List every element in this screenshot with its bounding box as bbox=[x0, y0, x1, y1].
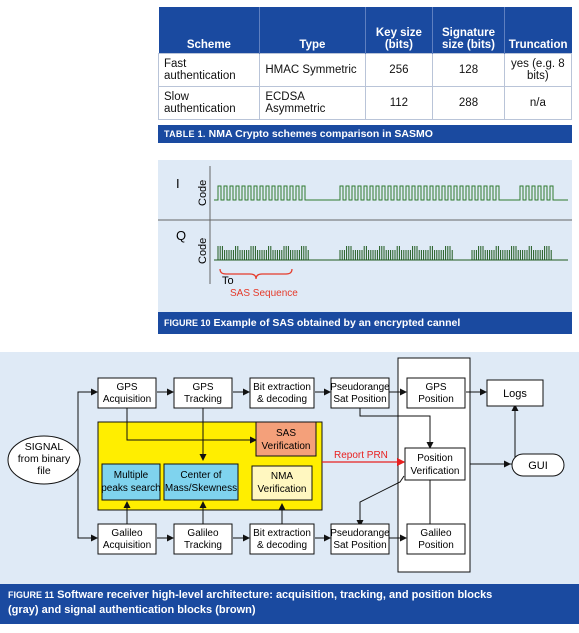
caption-text: (gray) and signal authentication blocks … bbox=[8, 604, 256, 616]
signal-node bbox=[7, 435, 81, 485]
caption-text: Software receiver high-level architectur… bbox=[57, 589, 493, 601]
svg-text:Center of: Center of bbox=[180, 470, 221, 481]
svg-text:Position: Position bbox=[418, 394, 454, 405]
svg-text:Pseudorange: Pseudorange bbox=[330, 528, 390, 539]
to-label: To bbox=[222, 275, 234, 287]
q-label: Q bbox=[176, 228, 186, 243]
multiple-peaks-search-block bbox=[101, 463, 161, 501]
svg-text:Pseudorange: Pseudorange bbox=[330, 382, 390, 393]
svg-text:GPS: GPS bbox=[425, 382, 446, 393]
report-prn-label: Report PRN bbox=[334, 450, 388, 461]
svg-text:Galileo: Galileo bbox=[187, 528, 219, 539]
center-of-mass-block bbox=[163, 463, 239, 501]
caption-label: FIGURE 11 bbox=[8, 590, 55, 600]
figure-11: Report PRN SIGNAL from binary file GPS A… bbox=[0, 352, 579, 584]
signal-label: SIGNAL bbox=[25, 441, 64, 453]
svg-text:Multiple: Multiple bbox=[114, 470, 149, 481]
signal-label: file bbox=[37, 465, 51, 477]
galileo-acquisition-block bbox=[97, 523, 157, 555]
svg-text:NMA: NMA bbox=[271, 471, 294, 482]
q-code-label: Code bbox=[197, 238, 209, 264]
gps-position-block bbox=[406, 377, 466, 409]
architecture-diagram: Report PRN SIGNAL from binary file GPS A… bbox=[7, 357, 565, 573]
gps-acquisition-block bbox=[97, 377, 157, 409]
svg-text:Position: Position bbox=[417, 453, 453, 464]
svg-text:GPS: GPS bbox=[116, 382, 137, 393]
figure-10-caption: FIGURE 10 Example of SAS obtained by an … bbox=[158, 312, 572, 334]
svg-text:Sat Position: Sat Position bbox=[333, 540, 386, 551]
i-channel-waveform bbox=[214, 185, 568, 201]
galileo-tracking-block bbox=[173, 523, 233, 555]
svg-text:Verification: Verification bbox=[262, 441, 311, 452]
svg-text:Galileo: Galileo bbox=[111, 528, 143, 539]
logs-block bbox=[486, 379, 544, 407]
svg-text:Mass/Skewness: Mass/Skewness bbox=[165, 483, 237, 494]
sas-sequence-label: SAS Sequence bbox=[230, 288, 298, 299]
table-cell: Slow authentication bbox=[157, 86, 261, 120]
svg-text:SAS: SAS bbox=[276, 428, 296, 439]
galileo-pseudorange-block bbox=[330, 523, 390, 555]
position-verification-block bbox=[404, 447, 466, 481]
table-header: Key size (bits) bbox=[365, 7, 434, 54]
svg-text:Galileo: Galileo bbox=[420, 528, 452, 539]
table-cell: Fast authentication bbox=[157, 53, 261, 87]
gui-node bbox=[511, 453, 565, 477]
table-caption: TABLE 1. NMA Crypto schemes comparison i… bbox=[158, 125, 572, 143]
table-row: Slow authentication ECDSA Asymmetric 112… bbox=[157, 86, 573, 120]
sas-plot: I Q Code Code To SAS Sequence bbox=[158, 166, 572, 299]
caption-text: NMA Crypto schemes comparison in SASMO bbox=[208, 128, 433, 140]
i-code-label: Code bbox=[197, 180, 209, 206]
galileo-bit-extraction-block bbox=[249, 523, 315, 555]
table-row: Fast authentication HMAC Symmetric 256 1… bbox=[157, 53, 573, 87]
sas-brace bbox=[219, 268, 293, 280]
svg-text:Bit extraction: Bit extraction bbox=[253, 382, 311, 393]
svg-text:& decoding: & decoding bbox=[257, 540, 307, 551]
table-cell: 288 bbox=[432, 86, 505, 120]
table-cell: HMAC Symmetric bbox=[259, 53, 366, 87]
sas-verification-block bbox=[255, 421, 317, 457]
table-cell: n/a bbox=[503, 86, 573, 120]
svg-text:Acquisition: Acquisition bbox=[103, 540, 151, 551]
table-header: Type bbox=[259, 7, 366, 54]
signal-label: from binary bbox=[18, 453, 71, 465]
svg-text:Bit extraction: Bit extraction bbox=[253, 528, 311, 539]
bit-extraction-block bbox=[249, 377, 315, 409]
table-header: Scheme bbox=[158, 7, 261, 54]
table-cell: ECDSA Asymmetric bbox=[259, 86, 366, 120]
svg-text:peaks search: peaks search bbox=[101, 483, 160, 494]
table-header: Signature size (bits) bbox=[432, 7, 505, 54]
crypto-table: Scheme Type Key size (bits) Signature si… bbox=[157, 7, 573, 120]
svg-text:Verification: Verification bbox=[258, 484, 307, 495]
caption-text: Example of SAS obtained by an encrypted … bbox=[213, 317, 461, 329]
caption-label: TABLE 1. bbox=[164, 129, 206, 139]
table-1: Scheme Type Key size (bits) Signature si… bbox=[157, 7, 573, 143]
gps-tracking-block bbox=[173, 377, 233, 409]
svg-text:Tracking: Tracking bbox=[184, 394, 222, 405]
svg-text:Verification: Verification bbox=[411, 466, 460, 477]
svg-text:GUI: GUI bbox=[528, 460, 548, 472]
svg-text:Tracking: Tracking bbox=[184, 540, 222, 551]
svg-text:GPS: GPS bbox=[192, 382, 213, 393]
table-cell: 128 bbox=[432, 53, 505, 87]
svg-text:Position: Position bbox=[418, 540, 454, 551]
figure-10: I Q Code Code To SAS Sequence bbox=[158, 160, 572, 312]
svg-text:& decoding: & decoding bbox=[257, 394, 307, 405]
table-header: Truncation bbox=[504, 7, 572, 54]
table-cell: 112 bbox=[364, 86, 434, 120]
svg-text:Logs: Logs bbox=[503, 388, 527, 400]
table-cell: 256 bbox=[364, 53, 434, 87]
q-channel-waveform bbox=[214, 246, 568, 261]
galileo-position-block bbox=[406, 523, 466, 555]
table-cell: yes (e.g. 8 bits) bbox=[503, 53, 573, 87]
caption-label: FIGURE 10 bbox=[164, 318, 211, 328]
nma-verification-block bbox=[251, 465, 313, 501]
i-label: I bbox=[176, 176, 180, 191]
figure-11-caption: FIGURE 11 Software receiver high-level a… bbox=[0, 584, 579, 624]
svg-text:Sat Position: Sat Position bbox=[333, 394, 386, 405]
svg-text:Acquisition: Acquisition bbox=[103, 394, 151, 405]
pseudorange-block bbox=[330, 377, 390, 409]
